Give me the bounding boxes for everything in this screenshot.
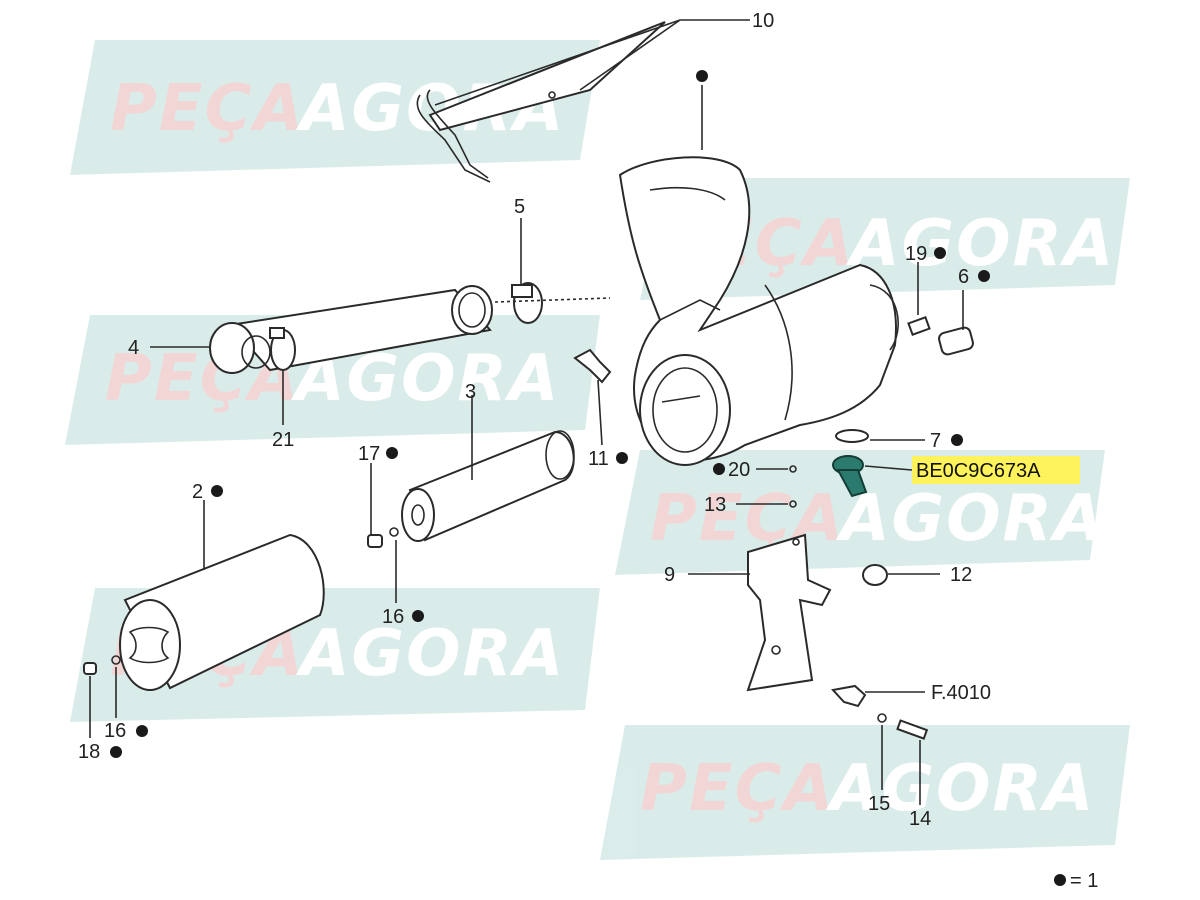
callout-5: 5: [514, 196, 525, 218]
qty-marker: [211, 485, 223, 497]
qty-marker: [110, 746, 122, 758]
watermark: PEÇA AGORA PEÇA AGORA PEÇA AGORA PEÇA AG…: [65, 40, 1130, 860]
qty-marker: [978, 270, 990, 282]
bracket-clip[interactable]: [573, 348, 612, 384]
callout-3: 3: [465, 381, 476, 403]
callout-7: 7: [930, 430, 941, 452]
qty-marker: [934, 247, 946, 259]
legend-text: = 1: [1070, 870, 1098, 892]
washer[interactable]: [789, 465, 797, 473]
callout-9: 9: [664, 564, 675, 586]
part-number-label: BE0C9C673A: [916, 460, 1041, 482]
watermark-text: PEÇA: [650, 482, 845, 556]
callout-19: 19: [905, 243, 927, 265]
callout-14: 14: [909, 808, 931, 830]
callout-17: 17: [358, 443, 380, 465]
qty-marker: [1054, 874, 1066, 886]
main-filter[interactable]: [119, 533, 325, 691]
qty-marker: [616, 452, 628, 464]
qty-marker: [412, 610, 424, 622]
qty-marker: [713, 463, 725, 475]
leader-lines: [89, 19, 964, 805]
watermark-text: AGORA: [295, 617, 565, 691]
o-ring[interactable]: [389, 527, 399, 537]
qty-marker: [696, 70, 708, 82]
qty-marker: [951, 434, 963, 446]
fitting[interactable]: [367, 534, 383, 548]
hose-clamp[interactable]: [511, 282, 543, 324]
callout-6: 6: [958, 266, 969, 288]
fitting[interactable]: [83, 662, 97, 675]
watermark-text: AGORA: [825, 752, 1095, 826]
watermark-text: PEÇA: [110, 72, 305, 146]
vacuum-indicator[interactable]: [938, 326, 975, 356]
watermark-text: PEÇA: [640, 752, 835, 826]
callout-21: 21: [272, 429, 294, 451]
callout-4: 4: [128, 337, 139, 359]
hose-clamp[interactable]: [269, 327, 296, 371]
sensor-screw[interactable]: [907, 316, 931, 336]
callout-2: 2: [192, 481, 203, 503]
mounting-bracket[interactable]: [746, 533, 832, 692]
callout-11: 11: [588, 448, 609, 470]
watermark-text: AGORA: [845, 207, 1115, 281]
watermark-text: AGORA: [835, 482, 1105, 556]
callout-16: 16: [104, 720, 126, 742]
callout-20: 20: [728, 459, 750, 481]
hose-band[interactable]: [835, 429, 869, 443]
washer[interactable]: [789, 500, 797, 508]
washer[interactable]: [877, 713, 887, 723]
callouts: 10 5 4 21 3 2 17 16 16 18 11 19 6 7 20 1…: [78, 10, 991, 830]
callout-12: 12: [950, 564, 972, 586]
part-number-highlight[interactable]: BE0C9C673A: [912, 456, 1080, 484]
legend: = 1: [1054, 870, 1098, 892]
nut[interactable]: [862, 564, 888, 586]
bolt[interactable]: [896, 719, 929, 740]
callout-18: 18: [78, 741, 100, 763]
inner-filter[interactable]: [401, 430, 575, 542]
air-cleaner-housing[interactable]: [618, 156, 899, 466]
callout-16: 16: [382, 606, 404, 628]
qty-marker: [136, 725, 148, 737]
qty-marker: [386, 447, 398, 459]
callout-f4010: F.4010: [931, 682, 991, 704]
callout-15: 15: [868, 793, 890, 815]
o-ring[interactable]: [111, 655, 121, 665]
callout-10: 10: [752, 10, 774, 32]
highlighted-valve[interactable]: [832, 455, 868, 498]
clip-f4010[interactable]: [831, 684, 867, 708]
callout-13: 13: [704, 494, 726, 516]
